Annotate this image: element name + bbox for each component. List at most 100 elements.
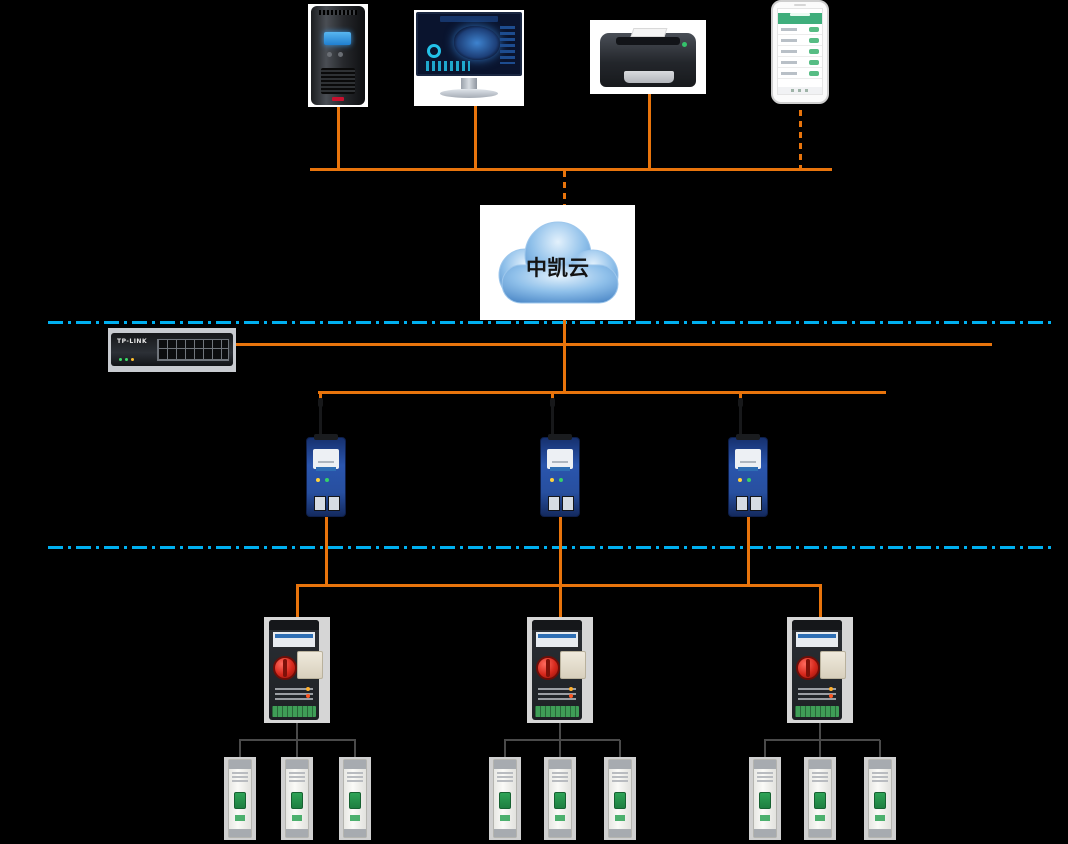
bus-to-cloud-dashed-line bbox=[563, 171, 566, 208]
port bbox=[750, 496, 762, 511]
circuit-breaker bbox=[804, 757, 836, 840]
breaker-indicator bbox=[500, 815, 510, 821]
phone-app-screen bbox=[777, 8, 823, 95]
controller-leds bbox=[569, 687, 573, 691]
switch-chassis: TP-LINK bbox=[111, 333, 233, 366]
controller-terminal-strip bbox=[795, 706, 839, 717]
controller-side-module bbox=[297, 651, 323, 679]
gateway-label bbox=[547, 449, 573, 469]
wireless-gateway-2 bbox=[540, 434, 580, 517]
dashboard-gauge bbox=[427, 44, 441, 58]
breaker-label-lines bbox=[497, 772, 513, 782]
rotary-controller-2 bbox=[527, 617, 593, 723]
lower-tier-divider-line bbox=[48, 546, 1052, 549]
breaker-toggle bbox=[814, 792, 826, 809]
controller3-drop-line bbox=[819, 584, 822, 618]
ethernet-switch-device: TP-LINK bbox=[108, 328, 236, 372]
app-bottom-nav bbox=[778, 87, 822, 94]
app-title-bar bbox=[790, 13, 810, 16]
gateway-ethernet-ports bbox=[548, 496, 574, 511]
breaker-top-terminal bbox=[494, 760, 516, 769]
gateway2-out-line bbox=[559, 516, 562, 585]
breaker-body bbox=[228, 759, 252, 838]
upper-tier-divider-line bbox=[48, 321, 1052, 324]
rotary-controller-1 bbox=[264, 617, 330, 723]
breaker-top-terminal bbox=[229, 760, 251, 769]
circuit-breaker bbox=[281, 757, 313, 840]
breaker-label-lines bbox=[347, 772, 363, 782]
ups-grille bbox=[321, 68, 355, 94]
breaker-top-terminal bbox=[754, 760, 776, 769]
breaker-label-lines bbox=[757, 772, 773, 782]
port bbox=[328, 496, 340, 511]
controller-leds bbox=[306, 687, 310, 691]
breaker-top-terminal bbox=[344, 760, 366, 769]
branch1-drop-b bbox=[296, 740, 298, 757]
app-list-row bbox=[778, 57, 822, 68]
port bbox=[548, 496, 560, 511]
breaker-body bbox=[343, 759, 367, 838]
gateway-label bbox=[735, 449, 761, 469]
breaker-bottom-terminal bbox=[344, 829, 366, 837]
switch-ports bbox=[157, 339, 229, 361]
printer-output-tray bbox=[624, 71, 674, 83]
branch2-bar-line bbox=[504, 739, 620, 741]
breaker-bottom-terminal bbox=[549, 829, 571, 837]
breaker-body bbox=[753, 759, 777, 838]
breaker-indicator bbox=[235, 815, 245, 821]
gateway3-out-line bbox=[747, 516, 750, 585]
breaker-bottom-terminal bbox=[494, 829, 516, 837]
breaker-top-terminal bbox=[549, 760, 571, 769]
controller-label bbox=[273, 632, 315, 647]
mobile-phone-device bbox=[771, 0, 829, 104]
breaker-body bbox=[868, 759, 892, 838]
ups-drop-line bbox=[337, 106, 340, 171]
controller-side-module bbox=[560, 651, 586, 679]
breaker-indicator bbox=[875, 815, 885, 821]
breaker-top-terminal bbox=[809, 760, 831, 769]
printer-top-slot bbox=[616, 37, 680, 45]
rotary-switch-knob bbox=[273, 656, 297, 680]
port bbox=[562, 496, 574, 511]
breaker-label-lines bbox=[232, 772, 248, 782]
breaker-toggle bbox=[291, 792, 303, 809]
controller-markings bbox=[538, 688, 576, 701]
phone-drop-dashed-line bbox=[799, 110, 802, 171]
breaker-toggle bbox=[234, 792, 246, 809]
breaker-bottom-terminal bbox=[869, 829, 891, 837]
breaker-top-terminal bbox=[869, 760, 891, 769]
breaker-label-lines bbox=[812, 772, 828, 782]
breaker-bottom-terminal bbox=[286, 829, 308, 837]
breaker-toggle bbox=[554, 792, 566, 809]
gateway-body bbox=[540, 434, 580, 517]
switch-brand-label: TP-LINK bbox=[117, 338, 148, 345]
breaker-label-lines bbox=[289, 772, 305, 782]
breaker-indicator bbox=[760, 815, 770, 821]
switch-leds bbox=[119, 358, 122, 361]
breaker-toggle bbox=[349, 792, 361, 809]
controller-cap bbox=[792, 620, 842, 630]
branch3-bar-line bbox=[764, 739, 880, 741]
branch3-drop-a bbox=[764, 740, 766, 757]
breaker-toggle bbox=[614, 792, 626, 809]
breaker-indicator bbox=[815, 815, 825, 821]
antenna-icon bbox=[738, 398, 743, 442]
circuit-breaker bbox=[604, 757, 636, 840]
app-list-row bbox=[778, 35, 822, 46]
ups-button bbox=[338, 52, 343, 57]
gateway-leds bbox=[550, 478, 554, 482]
switch-bus-line bbox=[236, 343, 992, 346]
controller2-drop-line bbox=[559, 584, 562, 618]
circuit-breaker bbox=[749, 757, 781, 840]
controller1-drop-line bbox=[296, 584, 299, 618]
breaker-indicator bbox=[292, 815, 302, 821]
controller-terminal-strip bbox=[272, 706, 316, 717]
ups-vent bbox=[319, 10, 357, 15]
cloud-icon bbox=[498, 221, 619, 304]
controller-label bbox=[796, 632, 838, 647]
monitor-stand-base bbox=[440, 89, 498, 98]
breaker-indicator bbox=[555, 815, 565, 821]
breaker-bottom-terminal bbox=[809, 829, 831, 837]
breaker-body bbox=[548, 759, 572, 838]
app-list-row bbox=[778, 24, 822, 35]
